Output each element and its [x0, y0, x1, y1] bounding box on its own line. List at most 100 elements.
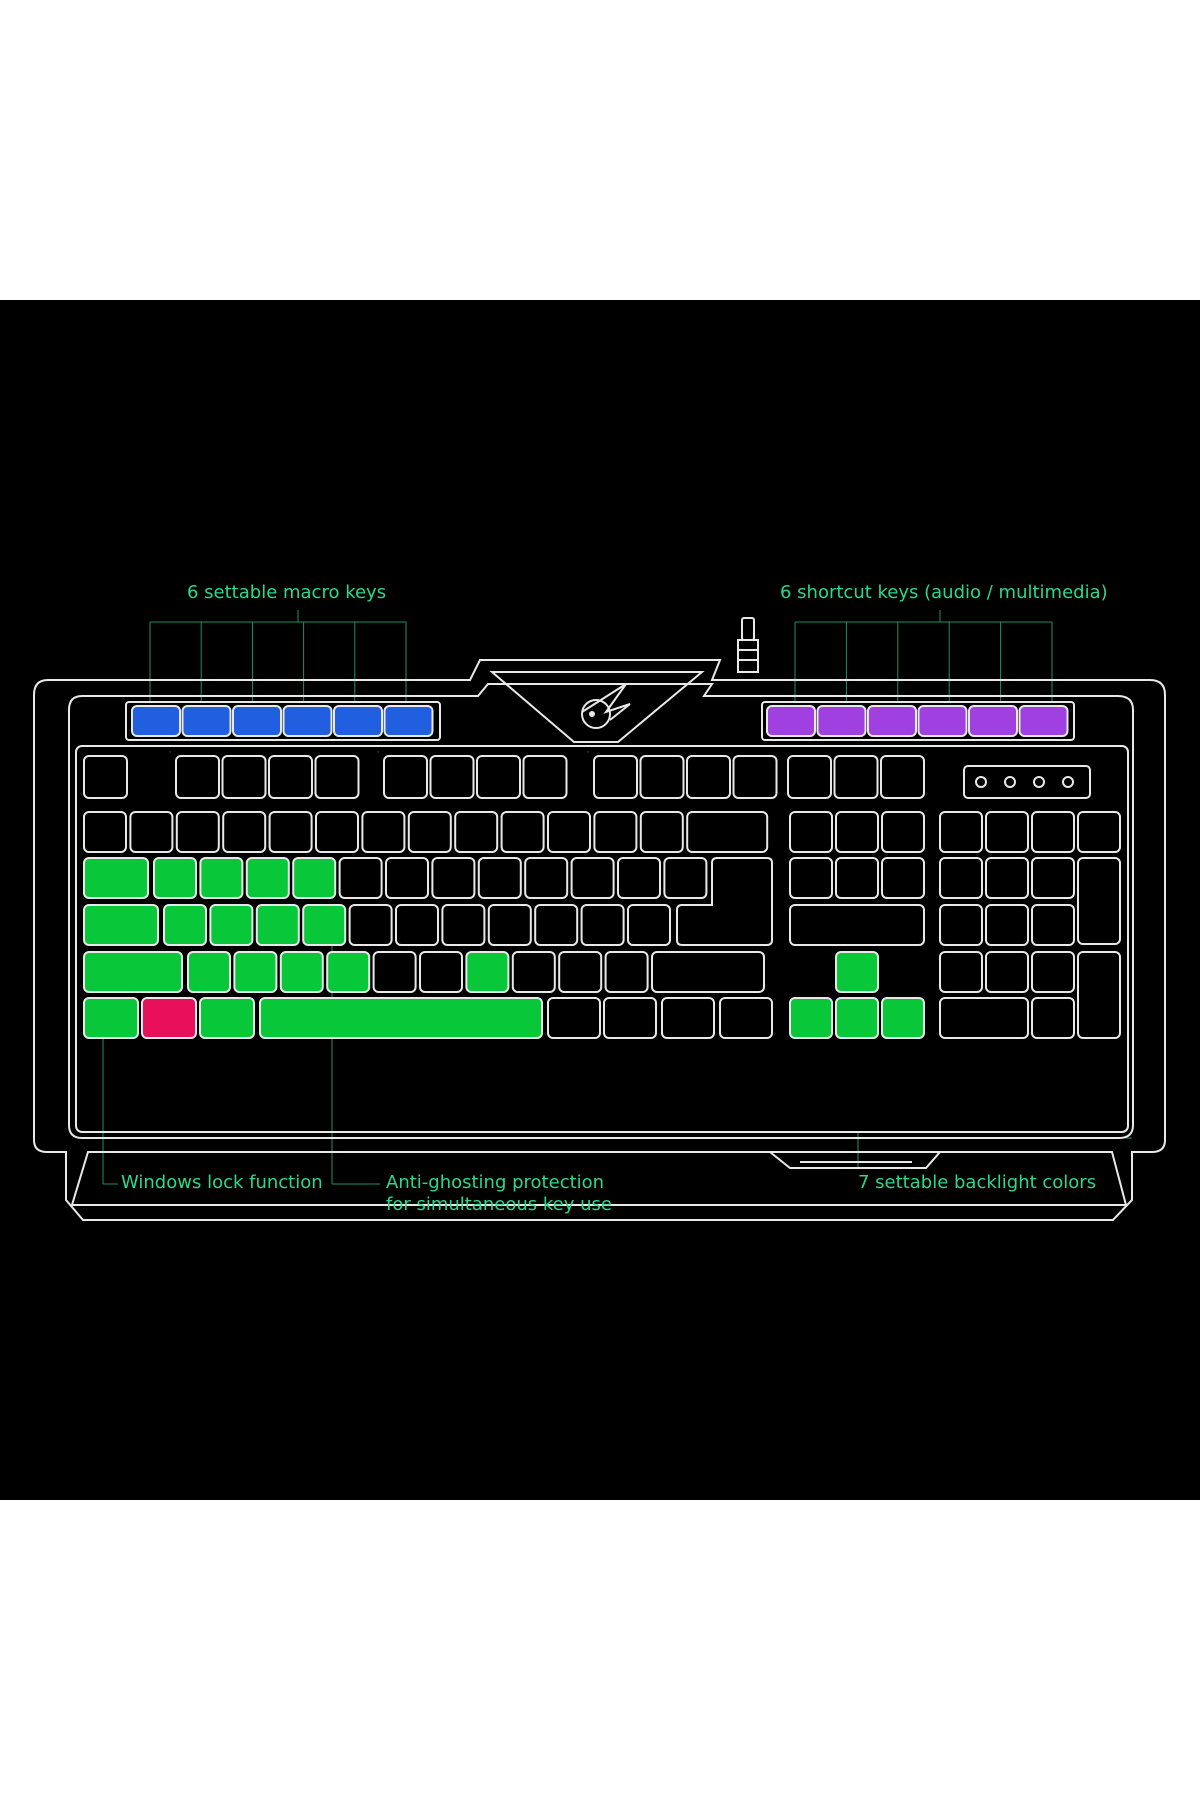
nav-blank-panel	[789, 904, 925, 946]
key	[233, 951, 278, 993]
key	[348, 904, 393, 946]
key	[465, 951, 510, 993]
key-ctrl-left	[83, 997, 139, 1039]
macro-key	[282, 705, 333, 737]
keyboard-body	[33, 659, 1166, 1221]
shortcut-key	[917, 705, 968, 737]
key	[407, 811, 452, 853]
key-alt-left	[199, 997, 255, 1039]
anti-ghosting-line-1: Anti-ghosting protection	[386, 1172, 605, 1193]
function-key	[383, 755, 428, 799]
shortcut-keys-callout: 6 shortcut keys (audio / multimedia)	[780, 582, 1108, 603]
shortcut-key	[766, 705, 816, 737]
numpad-key	[1031, 857, 1075, 899]
function-key	[429, 755, 475, 799]
function-key	[593, 755, 638, 799]
numpad-zero	[939, 997, 1029, 1039]
key	[163, 904, 207, 946]
function-key	[175, 755, 220, 799]
outer-shell	[33, 659, 1166, 1221]
backlight-callout: 7 settable backlight colors	[858, 1172, 1097, 1193]
numpad-key	[985, 811, 1029, 853]
main-key-area	[75, 745, 1129, 1133]
function-key	[880, 755, 925, 799]
arrow-right	[881, 997, 925, 1039]
key	[255, 904, 300, 946]
key	[534, 904, 579, 946]
key	[419, 951, 463, 993]
key-enter	[676, 857, 773, 946]
nav-key	[835, 811, 879, 853]
product-diagram: 6 settable macro keys 6 shortcut keys (a…	[0, 300, 1200, 1500]
arrow-up	[835, 951, 879, 993]
key	[129, 811, 174, 853]
shortcut-strip-frame	[761, 701, 1075, 741]
key-tab	[83, 857, 149, 899]
numpad-plus	[1077, 857, 1121, 945]
key	[199, 857, 244, 899]
function-key	[732, 755, 778, 799]
key	[477, 857, 522, 899]
key	[302, 904, 347, 946]
nav-key	[881, 811, 925, 853]
key-esc	[83, 755, 128, 799]
macro-key	[131, 705, 181, 737]
key	[719, 997, 773, 1039]
key	[547, 997, 601, 1039]
shortcut-key	[867, 705, 917, 737]
key	[153, 857, 197, 899]
function-key	[314, 755, 360, 799]
wrist-rest-notch	[767, 1151, 943, 1169]
key-grid	[83, 705, 1121, 1039]
key	[511, 951, 556, 993]
usb-cable-icon	[737, 617, 759, 673]
numpad-key	[1077, 811, 1121, 853]
key	[454, 811, 499, 853]
shortcut-key	[968, 705, 1018, 737]
nav-key	[881, 857, 925, 899]
function-key	[268, 755, 313, 799]
key	[431, 857, 476, 899]
key-shift-left	[83, 951, 183, 993]
macro-key	[181, 705, 232, 737]
key	[292, 857, 337, 899]
key	[547, 811, 591, 853]
key	[209, 904, 254, 946]
function-key	[476, 755, 521, 799]
key	[604, 951, 649, 993]
key	[487, 904, 532, 946]
anti-ghosting-line-2: for simultaneous key use	[386, 1194, 612, 1215]
key	[268, 811, 313, 853]
key	[83, 811, 127, 853]
numpad-key	[985, 951, 1029, 993]
key-shift-right	[651, 951, 765, 993]
keyboard-diagram	[33, 610, 1166, 1221]
key	[395, 904, 439, 946]
numpad-key	[939, 857, 983, 899]
key	[441, 904, 486, 946]
key	[222, 811, 267, 853]
key	[524, 857, 569, 899]
key	[627, 904, 671, 946]
key	[661, 997, 715, 1039]
key	[580, 904, 625, 946]
key	[187, 951, 231, 993]
key	[315, 811, 359, 853]
macro-strip-frame	[125, 701, 441, 741]
nav-key	[835, 857, 879, 899]
shortcut-key	[816, 705, 867, 737]
logo-plate	[489, 671, 705, 743]
key	[175, 811, 220, 853]
function-key	[833, 755, 879, 799]
key-backspace	[686, 811, 769, 853]
function-key	[686, 755, 731, 799]
numpad-key	[1031, 904, 1075, 946]
key	[570, 857, 615, 899]
inner-deck	[68, 683, 1134, 1139]
numpad-key	[939, 904, 983, 946]
key-space	[259, 997, 543, 1039]
key	[361, 811, 406, 853]
shortcut-key	[1018, 705, 1069, 737]
key	[372, 951, 417, 993]
numpad-key	[985, 904, 1029, 946]
